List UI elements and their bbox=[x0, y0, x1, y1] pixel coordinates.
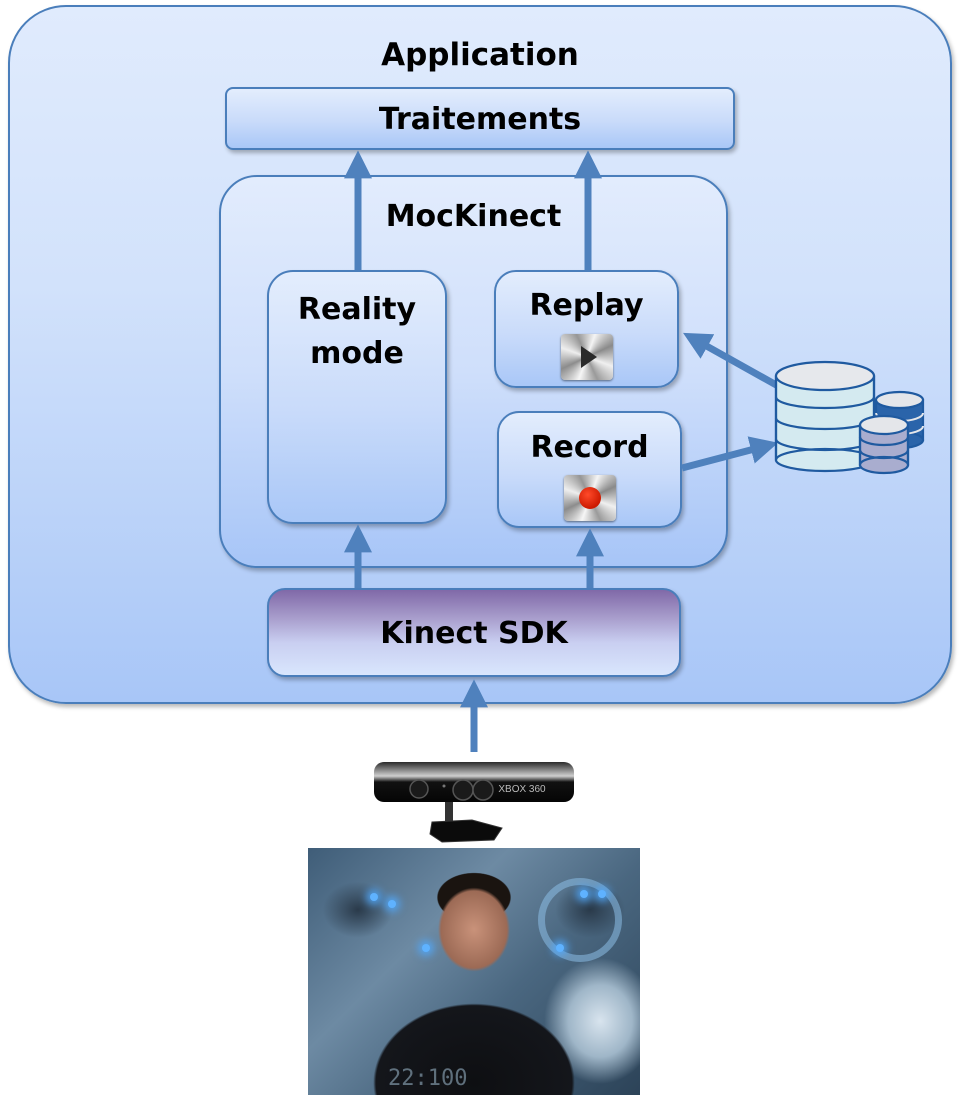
record-label: Record bbox=[530, 430, 649, 465]
kinect-sensor-image: XBOX 360 bbox=[374, 762, 574, 843]
finger-light bbox=[370, 893, 378, 901]
finger-light bbox=[422, 944, 430, 952]
record-box: Record bbox=[497, 411, 682, 528]
replay-box: Replay bbox=[494, 270, 679, 388]
play-icon bbox=[580, 346, 597, 368]
finger-light bbox=[580, 890, 588, 898]
arrow-record-to-db bbox=[681, 436, 779, 472]
reality-mode-label-line2: mode bbox=[310, 336, 404, 371]
kinect-bar bbox=[374, 762, 574, 802]
kinect-sdk-box: Kinect SDK bbox=[267, 588, 681, 677]
database-icon bbox=[774, 360, 925, 475]
gesture-photo: 22:100 bbox=[308, 848, 640, 1095]
record-icon bbox=[578, 487, 601, 509]
reality-mode-box: Reality mode bbox=[267, 270, 447, 524]
kinect-lens-left bbox=[409, 779, 429, 799]
kinect-lens-center bbox=[452, 779, 474, 801]
play-button[interactable] bbox=[560, 334, 613, 380]
replay-label: Replay bbox=[529, 288, 644, 323]
holographic-ring bbox=[538, 878, 622, 962]
kinect-base bbox=[429, 819, 503, 843]
kinect-sdk-label: Kinect SDK bbox=[380, 616, 568, 651]
traitements-box: Traitements bbox=[225, 87, 735, 150]
kinect-brand-text: XBOX 360 bbox=[498, 784, 546, 795]
kinect-neck bbox=[445, 802, 453, 824]
mockinect-title: MocKinect bbox=[385, 199, 562, 234]
finger-light bbox=[556, 944, 564, 952]
photo-overlay-digits: 22:100 bbox=[388, 1066, 468, 1091]
kinect-led bbox=[442, 784, 446, 788]
arrow-db-to-replay bbox=[683, 332, 780, 390]
traitements-label: Traitements bbox=[378, 102, 582, 137]
reality-mode-label-line1: Reality bbox=[297, 292, 417, 327]
application-title: Application bbox=[381, 37, 579, 73]
finger-light bbox=[388, 900, 396, 908]
record-button[interactable] bbox=[563, 475, 616, 521]
database-small-front bbox=[858, 414, 910, 475]
kinect-lens-right bbox=[472, 779, 494, 801]
finger-light bbox=[598, 890, 606, 898]
